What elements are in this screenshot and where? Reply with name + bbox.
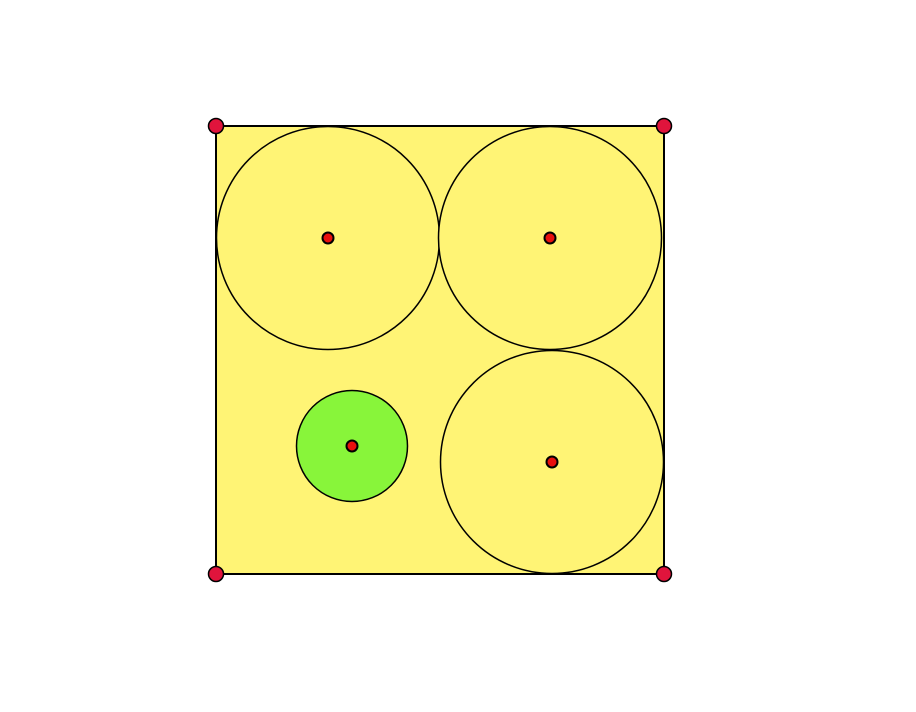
corner-point-bottom-left[interactable]: [207, 565, 225, 583]
center-point-top-left[interactable]: [321, 231, 335, 245]
corner-point-top-left[interactable]: [207, 117, 225, 135]
corner-point-top-right[interactable]: [655, 117, 673, 135]
corner-point-bottom-right[interactable]: [655, 565, 673, 583]
center-point-top-right[interactable]: [543, 231, 557, 245]
center-point-bottom-right[interactable]: [545, 455, 559, 469]
center-point-bottom-left[interactable]: [345, 439, 359, 453]
